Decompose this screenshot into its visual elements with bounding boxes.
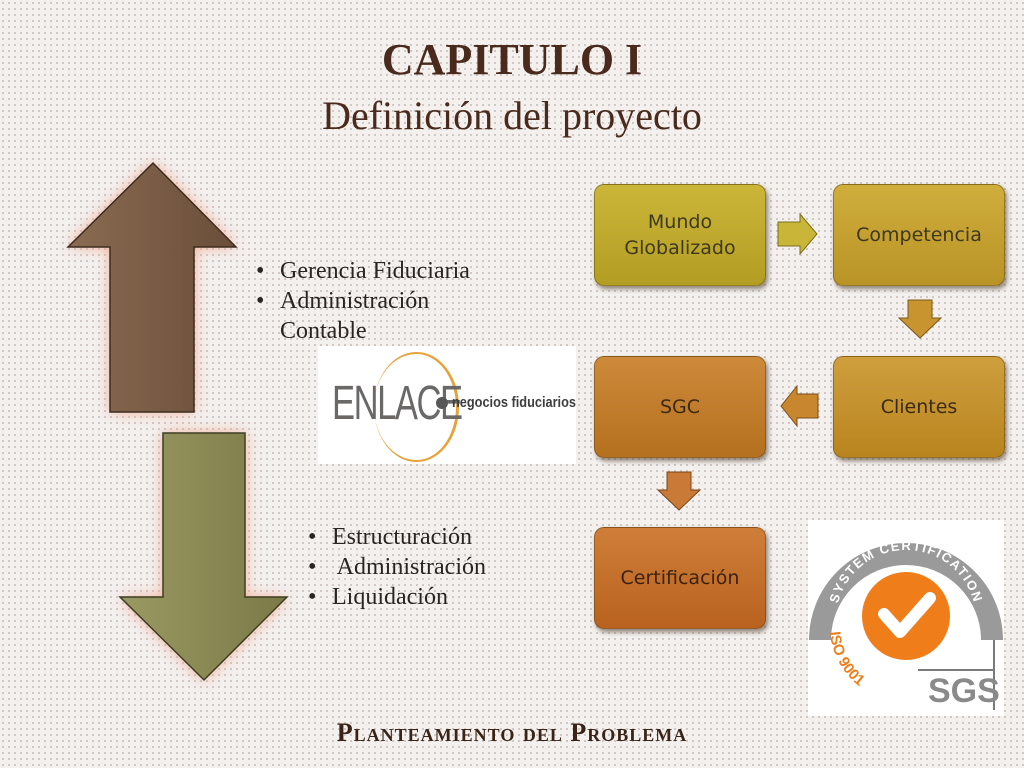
flow-box-clientes: Clientes [833, 356, 1005, 458]
logo-ring [374, 352, 459, 462]
iso-badge-graphic: SYSTEM CERTIFICATION ISO 9001 SGS [809, 538, 1003, 710]
flow-arrow-down-icon [656, 471, 702, 511]
bullet-item: Administración Contable [250, 286, 520, 346]
iso-certification-badge: SYSTEM CERTIFICATION ISO 9001 SGS [808, 520, 1004, 716]
flow-box-label: Competencia [856, 224, 982, 246]
flow-box-competencia: Competencia [833, 184, 1005, 286]
flow-arrow-down-icon [897, 299, 943, 339]
logo-tagline: negocios fiduciarios [452, 394, 576, 411]
iso-standard-text: ISO 9001 [826, 631, 868, 690]
flow-arrow-left-icon [780, 384, 819, 428]
flow-arrow-right-icon [777, 212, 818, 256]
flow-box-certificacion: Certificación [594, 527, 766, 629]
checkmark-icon [878, 592, 936, 638]
flow-box-label: Clientes [880, 396, 958, 418]
check-badge-icon [862, 572, 950, 660]
enlace-logo: ENLACE negocios fiduciarios [318, 346, 576, 464]
flow-box-label: Certificación [620, 567, 740, 589]
up-arrow-icon [66, 161, 238, 413]
flow-box-sgc: SGC [594, 356, 766, 458]
bullet-item: Gerencia Fiduciaria [250, 256, 520, 286]
bullet-item: Administración [302, 552, 542, 582]
flow-box-mundo: Mundo Globalizado [594, 184, 766, 286]
flow-box-label: SGC [659, 396, 701, 418]
chapter-title: CAPITULO I [381, 35, 643, 84]
bullet-item: Estructuración [302, 522, 542, 552]
top-bullet-list: Gerencia Fiduciaria Administración Conta… [250, 256, 520, 346]
flow-box-label: Mundo Globalizado [624, 211, 736, 259]
bottom-bullet-list: Estructuración Administración Liquidació… [302, 522, 542, 612]
logo-dot [436, 397, 448, 409]
slide-footer: Planteamiento del Problema [336, 718, 688, 747]
down-arrow-icon [118, 432, 289, 682]
chapter-subtitle: Definición del proyecto [322, 93, 702, 138]
bullet-item: Liquidación [302, 582, 542, 612]
sgs-brand-text: SGS [928, 672, 1000, 710]
